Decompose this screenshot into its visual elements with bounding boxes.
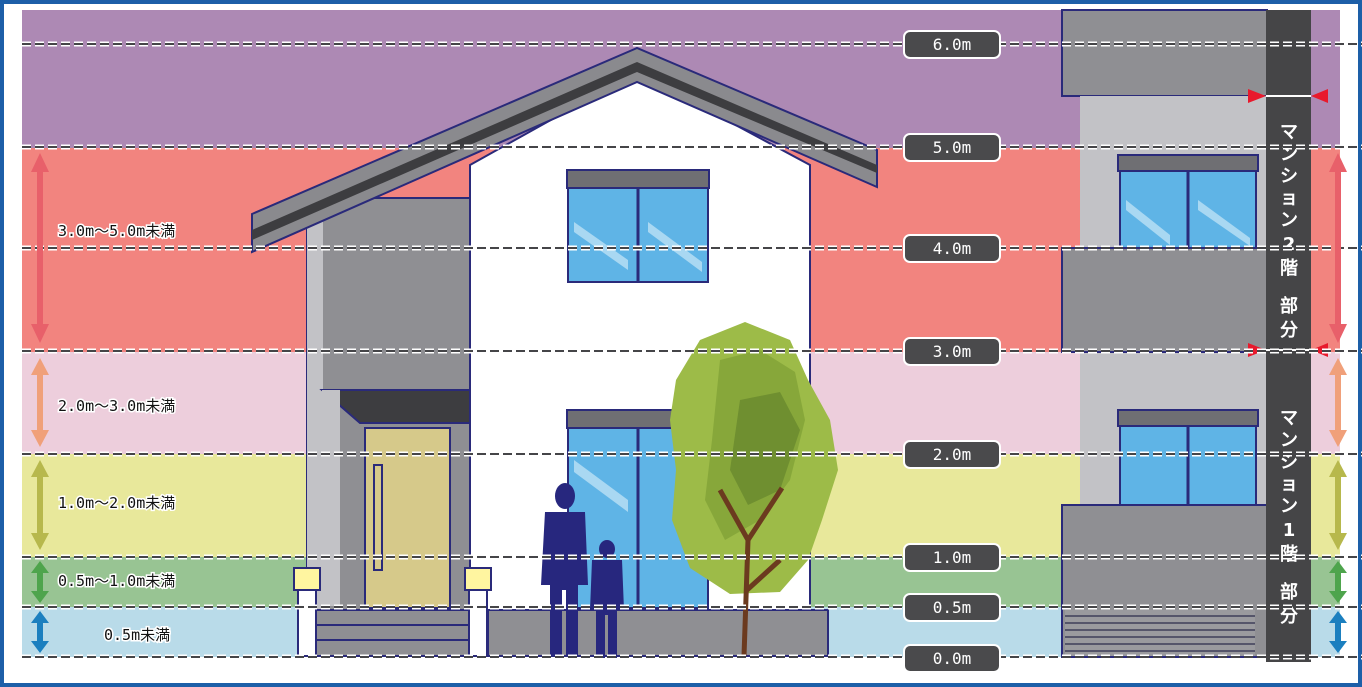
height-label-6m: 6.0m — [903, 30, 1001, 59]
svg-text:0.5m: 0.5m — [933, 598, 972, 617]
mansion-vent — [1065, 610, 1255, 656]
height-label-2m: 2.0m — [903, 440, 1001, 469]
mansion-1f-char: ン — [1280, 430, 1298, 451]
height-label-5m: 5.0m — [903, 133, 1001, 162]
mansion-1f-char: シ — [1280, 452, 1298, 473]
range-arrow-3m-5m-left — [31, 153, 49, 343]
range-arrow-05m-1m-right — [1329, 561, 1347, 603]
left-range-arrows — [31, 153, 49, 653]
mansion-1f-char: 分 — [1280, 606, 1298, 627]
range-labels: 3.0m～5.0m未満 2.0m～3.0m未満 1.0m～2.0m未満 0.5m… — [57, 221, 177, 646]
svg-text:1.0m: 1.0m — [933, 548, 972, 567]
mansion-2f-char: 分 — [1280, 320, 1298, 341]
gate-lamp-right — [464, 567, 492, 657]
range-arrow-3m-5m-right — [1329, 153, 1347, 343]
floor-marker-arrow-2f-right — [1311, 89, 1328, 103]
range-label-under-05m: 0.5m未満 — [104, 626, 170, 644]
height-label-05m: 0.5m — [903, 593, 1001, 622]
range-arrow-2m-3m-left — [31, 358, 49, 447]
height-label-3m: 3.0m — [903, 337, 1001, 366]
svg-text:0.0m: 0.0m — [933, 649, 972, 668]
range-arrow-05m-1m-left — [31, 561, 49, 603]
door-handle — [373, 464, 383, 571]
right-range-arrows — [1329, 153, 1347, 653]
range-arrow-under-05m-right — [1329, 611, 1347, 653]
mansion-1f-char: 1 — [1283, 520, 1296, 541]
svg-text:4.0m: 4.0m — [933, 239, 972, 258]
house-upper-window — [566, 169, 710, 283]
gate-lamp-left — [293, 567, 321, 657]
height-label-pills: 6.0m 5.0m 4.0m 3.0m 2.0m 1.0m 0.5m 0.0m — [903, 30, 1001, 673]
range-arrow-2m-3m-right — [1329, 358, 1347, 447]
mansion-2f-char: 部 — [1280, 295, 1298, 317]
mansion-building — [1061, 9, 1268, 658]
mansion-1f-char: マ — [1280, 408, 1298, 429]
mansion-2f-char: シ — [1280, 166, 1298, 187]
svg-text:5.0m: 5.0m — [933, 138, 972, 157]
mansion-2f-char: 2 — [1283, 234, 1296, 255]
mansion-2f-char: ョ — [1280, 188, 1298, 209]
range-arrow-under-05m-left — [31, 611, 49, 653]
house-entrance — [319, 389, 471, 609]
height-label-0m: 0.0m — [903, 644, 1001, 673]
mansion-1f-char: ョ — [1280, 474, 1298, 495]
mansion-2f-char: ン — [1280, 210, 1298, 231]
mansion-2f-label: マ ン シ ョ ン 2 階 部 分 — [1280, 122, 1298, 341]
mansion-1f-char: ン — [1280, 496, 1298, 517]
range-label-2m-3m: 2.0m～3.0m未満 — [58, 397, 175, 415]
height-label-1m: 1.0m — [903, 543, 1001, 572]
height-label-4m: 4.0m — [903, 234, 1001, 263]
mansion-floor-column — [1248, 10, 1328, 662]
house-foundation — [487, 609, 829, 657]
mansion-2f-char: マ — [1280, 122, 1298, 143]
range-arrow-1m-2m-left — [31, 460, 49, 550]
person-adult — [541, 483, 588, 656]
mansion-window-lower — [1117, 409, 1259, 506]
range-label-05m-1m: 0.5m～1.0m未満 — [58, 572, 175, 590]
mansion-window-upper — [1117, 154, 1259, 249]
tree — [670, 322, 838, 657]
svg-text:3.0m: 3.0m — [933, 342, 972, 361]
house-steps — [313, 609, 473, 657]
mansion-2f-char: 階 — [1280, 258, 1298, 279]
mansion-1f-char: 部 — [1280, 581, 1298, 603]
svg-text:6.0m: 6.0m — [933, 35, 972, 54]
floor-marker-arrow-2f-left — [1248, 89, 1266, 103]
range-arrow-1m-2m-right — [1329, 460, 1347, 550]
range-label-3m-5m: 3.0m～5.0m未満 — [58, 222, 175, 240]
range-label-1m-2m: 1.0m～2.0m未満 — [58, 494, 175, 512]
svg-text:2.0m: 2.0m — [933, 445, 972, 464]
